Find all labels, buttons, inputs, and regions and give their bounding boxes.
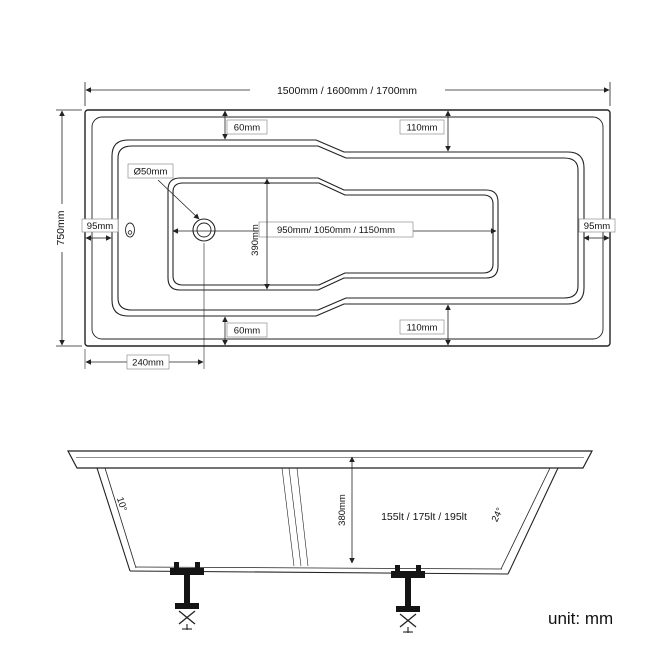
dim-top-left-wall: 60mm (222, 110, 268, 140)
side-rim (67, 450, 593, 469)
drain-hole-outer (192, 218, 216, 242)
basin-floor-outer-contour (167, 177, 499, 291)
depth-label: 380mm (337, 494, 348, 526)
capacity-label: 155lt / 175lt / 195lt (381, 511, 467, 523)
dim-right-wall: 95mm (578, 218, 616, 241)
dim-bottom-right-wall: 110mm (399, 304, 451, 346)
tub-wall-outer-contour (111, 139, 585, 317)
dim-basin-length: 950mm/ 1050mm / 1150mm (172, 221, 497, 238)
dim-depth: 380mm (337, 456, 355, 564)
dim-top-right-wall: 110mm (399, 110, 451, 152)
dim-drain-offset: 240mm (84, 243, 205, 370)
overflow-hole (125, 222, 135, 238)
top-view: 1500mm / 1600mm / 1700mm 750mm 60mm 110m… (55, 82, 616, 370)
side-front-slope-outer (96, 467, 131, 572)
dim-overall-width: 750mm (55, 109, 82, 347)
tub-wall-inner-contour (117, 145, 579, 311)
dim-basin-width: 390mm (250, 178, 270, 290)
side-front-slope-inner (104, 467, 137, 569)
dim-left-wall: 95mm (81, 218, 119, 241)
back-angle-label: 24° (490, 506, 506, 524)
right-wall-label: 95mm (584, 221, 610, 232)
adjustable-foot-right (391, 565, 425, 633)
waste-pipe-line (288, 467, 302, 567)
top-left-wall-label: 60mm (234, 123, 260, 134)
side-back-slope-inner (500, 467, 551, 570)
dim-drain-diameter: Ø50mm (127, 163, 200, 220)
bottom-left-wall-label: 60mm (234, 326, 260, 337)
left-wall-label: 95mm (87, 221, 113, 232)
dim-overall-length: 1500mm / 1600mm / 1700mm (84, 82, 611, 106)
unit-label: unit: mm (548, 609, 613, 628)
side-view: 380mm 155lt / 175lt / 195lt 10° 24° (67, 450, 593, 633)
drain-offset-label: 240mm (132, 358, 164, 369)
overflow-hole-detail (127, 230, 133, 235)
bottom-right-wall-label: 110mm (407, 323, 438, 334)
drain-hole-inner (196, 222, 212, 238)
basin-width-label: 390mm (250, 224, 261, 256)
waste-pipe-line (281, 467, 295, 567)
top-right-wall-label: 110mm (407, 123, 438, 134)
basin-floor-inner-contour (172, 182, 494, 286)
overall-length-label: 1500mm / 1600mm / 1700mm (277, 85, 417, 97)
waste-pipe-line (296, 467, 309, 567)
side-back-slope-outer (507, 467, 559, 575)
drain-diameter-label: Ø50mm (134, 167, 168, 178)
overall-width-label: 750mm (55, 210, 67, 245)
basin-length-label: 950mm/ 1050mm / 1150mm (277, 225, 395, 236)
dim-bottom-left-wall: 60mm (222, 316, 268, 346)
adjustable-foot-left (170, 562, 204, 630)
front-angle-label: 10° (114, 496, 129, 513)
